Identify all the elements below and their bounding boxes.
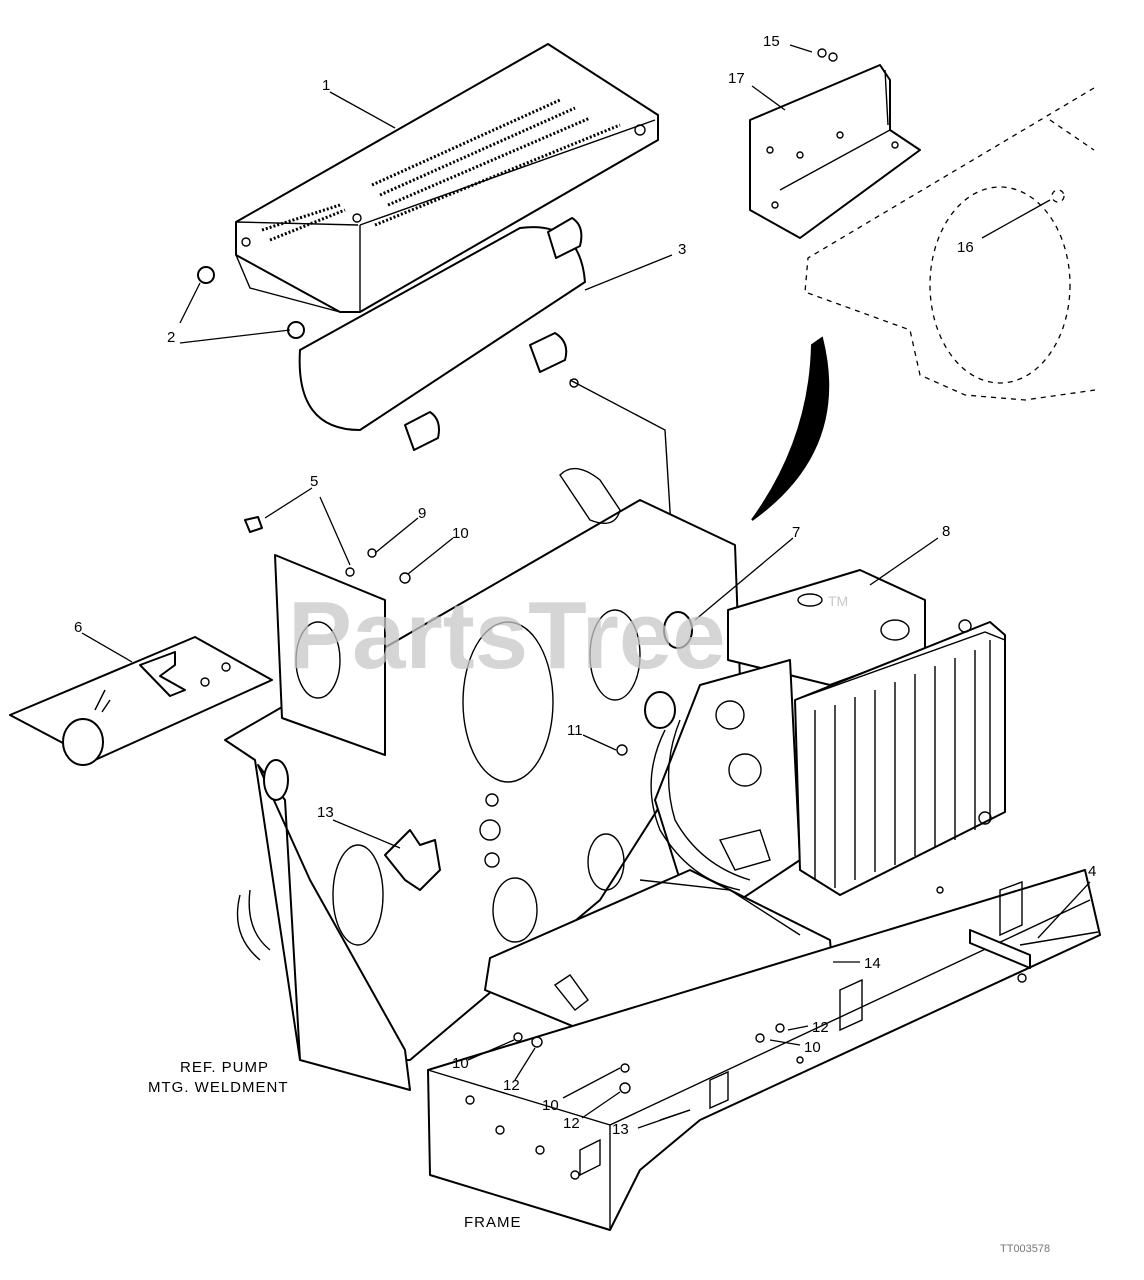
radiator	[794, 619, 1006, 896]
direction-arrow	[751, 336, 830, 521]
callout-6: 6	[74, 619, 82, 636]
part-2-bolts	[197, 266, 305, 339]
callout-14: 14	[864, 955, 881, 972]
drawing-code: TT003578	[1000, 1243, 1050, 1255]
part-11-fastener	[616, 744, 628, 756]
part-3-muffler	[298, 217, 586, 451]
callout-13-frame: 13	[612, 1121, 629, 1138]
callout-10-frame-left: 10	[452, 1055, 469, 1072]
watermark-text: PartsTree	[288, 582, 726, 689]
callout-13-upper: 13	[317, 804, 334, 821]
part-5-flange-plate	[244, 516, 386, 756]
callout-15: 15	[763, 33, 780, 50]
part-7-spacer	[663, 611, 693, 649]
callout-10-frame-mid: 10	[542, 1097, 559, 1114]
frame	[427, 869, 1101, 1231]
reference-panel-outline	[804, 87, 1096, 401]
part-8-engine	[644, 569, 926, 901]
callout-9: 9	[418, 505, 426, 522]
ref-frame-label: FRAME	[464, 1214, 522, 1231]
part-1-muffler-guard	[235, 43, 659, 313]
callout-2: 2	[167, 329, 175, 346]
leader-lines	[81, 44, 1091, 1129]
callout-1: 1	[322, 77, 330, 94]
part-17-bracket	[749, 64, 921, 239]
callout-8: 8	[942, 523, 950, 540]
part-4-rod	[969, 929, 1099, 983]
callout-3: 3	[678, 241, 686, 258]
callout-11: 11	[567, 722, 583, 739]
callout-7: 7	[792, 524, 800, 541]
callout-12-frame-right: 12	[812, 1019, 829, 1036]
part-6-control-panel	[9, 636, 273, 766]
callout-10-top: 10	[452, 525, 469, 542]
part-9-10-hardware	[345, 548, 411, 584]
callout-4: 4	[1088, 863, 1096, 880]
callout-12-frame-mid: 12	[563, 1115, 580, 1132]
callout-16: 16	[957, 239, 974, 256]
ref-pump-label: REF. PUMP	[180, 1059, 269, 1076]
part-13-bellows	[384, 829, 441, 891]
part-15-hardware	[817, 48, 838, 62]
pump-mounting-weldment	[236, 759, 411, 1091]
engine-mount-plate	[224, 467, 741, 1061]
callout-17: 17	[728, 70, 745, 87]
callout-10-frame-right: 10	[804, 1039, 821, 1056]
watermark-trademark: TM	[828, 593, 848, 609]
callout-5: 5	[310, 473, 318, 490]
callout-12-frame-left: 12	[503, 1077, 520, 1094]
ref-pump-weldment-label: MTG. WELDMENT	[148, 1079, 289, 1096]
